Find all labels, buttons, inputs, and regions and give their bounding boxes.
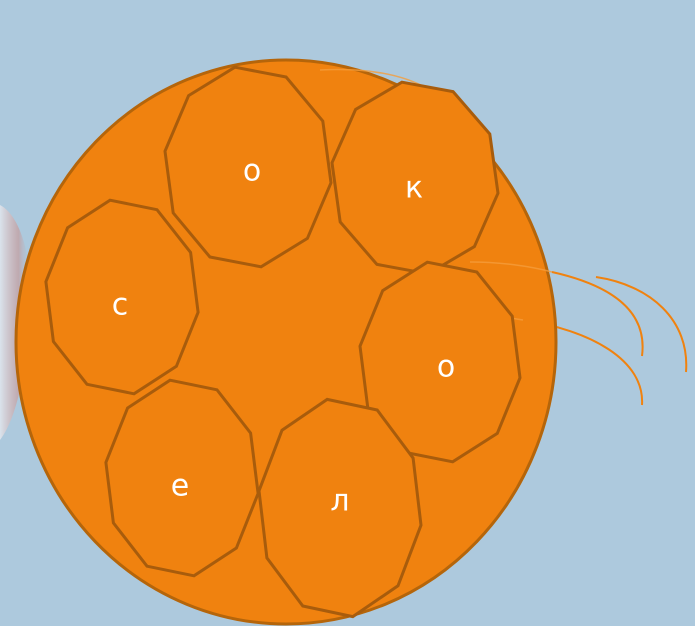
letter-cell-2: к <box>405 171 423 206</box>
letter-cell-4: о <box>437 350 455 385</box>
letter-cell-6: л <box>330 484 349 519</box>
letter-cell-5: е <box>171 469 189 504</box>
letter-cell-3: с <box>112 288 129 323</box>
letter-cell-1: о <box>243 154 261 189</box>
whisker-1 <box>596 277 686 372</box>
